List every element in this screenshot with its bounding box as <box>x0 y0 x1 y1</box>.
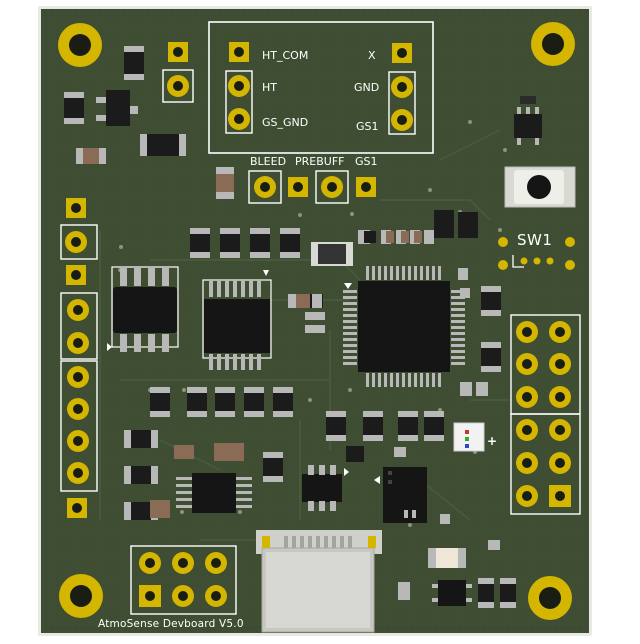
ic-soic8-left <box>111 266 179 352</box>
header-pins-left <box>225 42 253 134</box>
mounting-hole-top-left <box>58 23 102 67</box>
label-gnd: GND <box>354 81 380 94</box>
passive-components <box>124 210 516 608</box>
rgb-led-icon <box>453 422 485 452</box>
usb-c-connector-icon[interactable] <box>256 530 382 633</box>
label-gs1-top: GS1 <box>356 120 379 133</box>
label-sw1: SW1 <box>517 231 553 249</box>
ic-small-bottom-right <box>432 580 472 606</box>
header-outline <box>208 21 434 154</box>
ic-msop-bottom <box>176 473 252 513</box>
label-led-plus: + <box>487 434 498 448</box>
label-ht: HT <box>262 81 277 94</box>
top-left-parts <box>64 46 234 199</box>
ic-sot-center <box>302 465 349 511</box>
board-name-label: AtmoSense Devboard V5.0 <box>98 618 244 630</box>
mounting-hole-top-right <box>531 22 575 66</box>
header-right-2x6 <box>510 314 581 515</box>
label-x: X <box>368 49 376 62</box>
header-bottom-left-2x3 <box>130 545 237 615</box>
ic-mcu-qfp <box>343 266 465 387</box>
ic-qfn-middle <box>202 270 272 370</box>
diode-component <box>311 242 353 266</box>
label-gs-gnd: GS_GND <box>262 116 309 129</box>
header-3pin-mid <box>248 170 376 204</box>
fuse-component <box>428 548 466 568</box>
header-pins-right <box>388 43 416 135</box>
mounting-hole-bottom-right <box>528 576 572 620</box>
label-bleed: BLEED <box>250 155 287 168</box>
label-prebuff: PREBUFF <box>295 155 345 168</box>
sw1-pads <box>498 237 575 270</box>
label-ht-com: HT_COM <box>262 49 309 62</box>
ic-sensor-square <box>374 467 427 523</box>
tactile-switch-icon[interactable] <box>504 166 576 208</box>
mounting-hole-bottom-left <box>59 574 103 618</box>
label-gs1-mid: GS1 <box>355 155 378 168</box>
sensor-small-ic <box>514 96 542 145</box>
header-left-column <box>60 198 112 518</box>
header-2pin-top <box>162 42 194 103</box>
